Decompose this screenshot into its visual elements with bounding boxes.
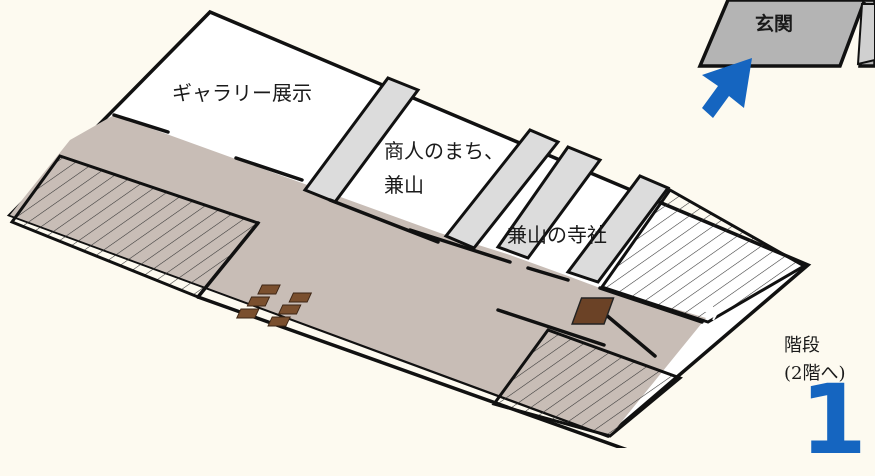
label-merchant-town-1: 商人のまち、 xyxy=(384,139,504,163)
entrance-arrow-icon xyxy=(702,58,752,118)
hatched-area-right xyxy=(599,188,808,324)
passage-strip-3 xyxy=(495,145,603,260)
floor-map: ギャラリー展示 商人のまち、 兼山 兼山の寺社 玄関 xyxy=(6,0,875,448)
passage-strip-4 xyxy=(565,174,671,284)
label-temples: 兼山の寺社 xyxy=(507,223,607,247)
passage-strip-2 xyxy=(443,128,561,250)
stairs-label-line1: 階段 xyxy=(784,335,820,356)
display-case-icon xyxy=(235,284,313,327)
label-entrance: 玄関 xyxy=(755,12,793,35)
entrance-block-side xyxy=(856,3,875,66)
floor-number: 1 xyxy=(800,364,867,476)
label-gallery: ギャラリー展示 xyxy=(172,81,312,105)
stairs-label: 階段 (2階へ) xyxy=(784,332,846,388)
hatched-area-bottom xyxy=(491,328,683,438)
label-merchant-town-2: 兼山 xyxy=(384,173,424,197)
stairs-icon xyxy=(571,297,723,325)
stairs-label-line2: (2階へ) xyxy=(784,363,846,384)
